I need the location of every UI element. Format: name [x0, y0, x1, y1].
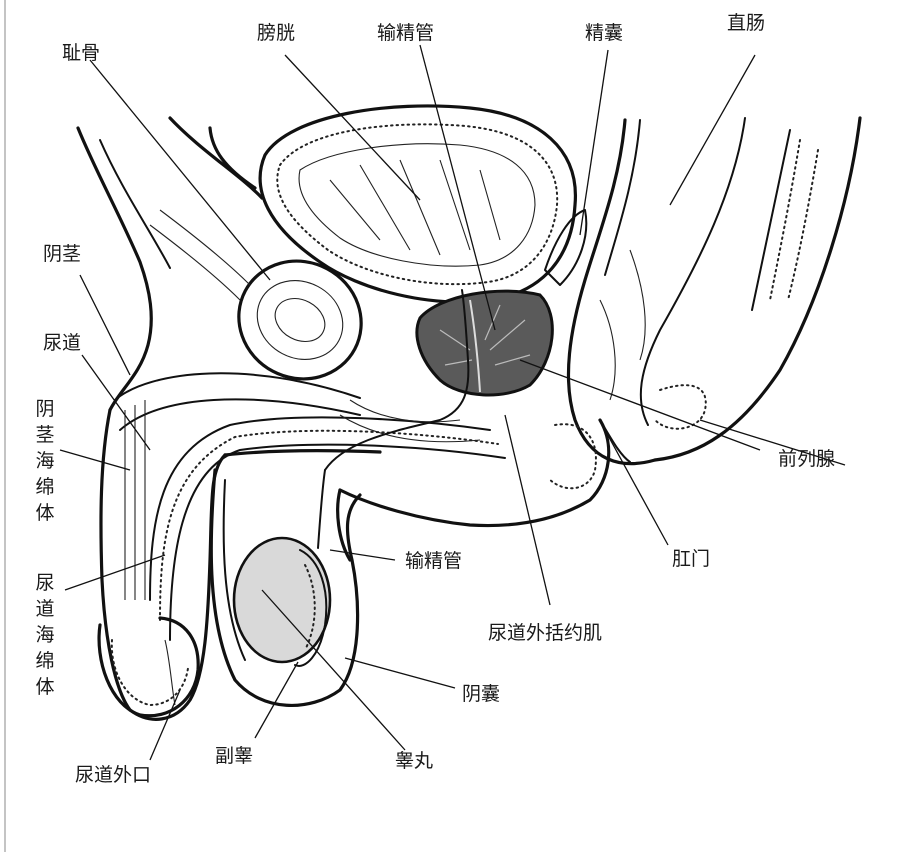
label-urethra: 尿道 — [43, 332, 81, 354]
leader-testis — [262, 590, 405, 750]
label-penis: 阴茎 — [43, 243, 81, 265]
leader-pubic-bone — [90, 60, 270, 280]
leader-corpus-cavernosum — [60, 450, 130, 470]
label-prostate: 前列腺 — [778, 448, 835, 470]
label-seminal-vesicle: 精囊 — [585, 22, 623, 44]
leader-urethral-orifice — [150, 690, 180, 760]
label-anus: 肛门 — [672, 548, 710, 570]
leader-seminal-vesicle — [580, 50, 608, 235]
label-urethral-sphincter: 尿道外括约肌 — [488, 622, 602, 644]
leader-penis — [80, 275, 130, 375]
leader-vas-mid — [330, 550, 395, 560]
label-corpus-spongiosum: 尿道海绵体 — [34, 570, 56, 700]
label-bladder: 膀胱 — [257, 22, 295, 44]
leader-bladder — [285, 55, 420, 200]
leader-prostate-1 — [520, 360, 760, 450]
prostate — [417, 291, 552, 395]
leader-lines — [60, 45, 845, 760]
leader-vas-top — [420, 45, 495, 330]
label-vas-deferens-mid: 输精管 — [405, 550, 462, 572]
rectum — [568, 118, 860, 464]
label-testis: 睾丸 — [395, 750, 433, 772]
label-corpus-cavernosum: 阴茎海绵体 — [34, 396, 56, 526]
label-epididymis: 副睾 — [215, 745, 253, 767]
bladder — [260, 106, 575, 302]
label-rectum: 直肠 — [727, 12, 765, 34]
label-vas-deferens-top: 输精管 — [377, 22, 434, 44]
label-scrotum: 阴囊 — [462, 683, 500, 705]
leader-anus — [605, 430, 668, 545]
leader-urethra — [82, 355, 150, 450]
leader-sphincter — [505, 415, 550, 605]
label-pubic-bone: 耻骨 — [62, 42, 100, 64]
leader-scrotum — [345, 658, 455, 688]
label-external-urethral-orifice: 尿道外口 — [75, 764, 151, 786]
testis — [234, 538, 330, 662]
pubic-bone — [150, 210, 382, 400]
